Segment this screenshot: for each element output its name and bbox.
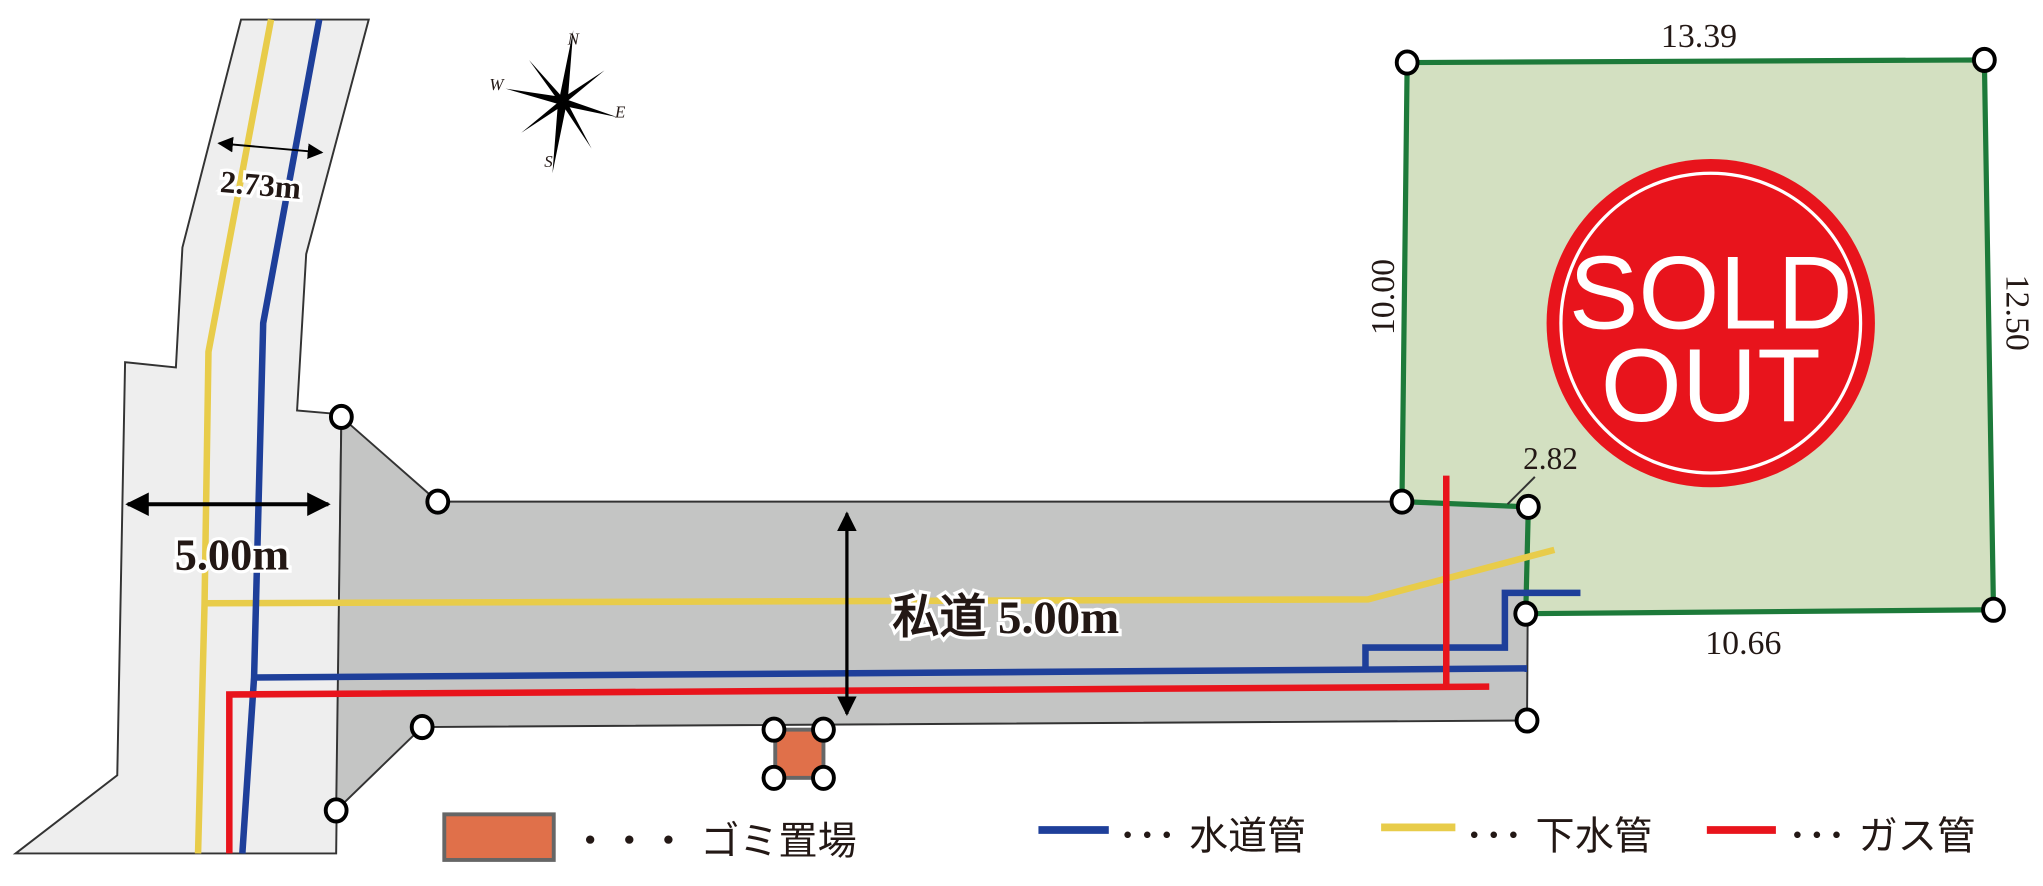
water-pipe-branch <box>1362 589 1581 669</box>
upper-road-width-arrow <box>217 136 324 159</box>
boundary-point <box>1515 493 1541 520</box>
out-text: OUT <box>1601 328 1821 444</box>
gas-pipe <box>226 683 1490 854</box>
sewer-pipe <box>204 546 1556 607</box>
notch-leader-line <box>1506 476 1536 505</box>
private-road-label: 私道 5.00m <box>893 592 1120 644</box>
compass-west: W <box>489 75 505 94</box>
lot-bottom-dimension: 10.66 <box>1705 625 1781 662</box>
lot-top-dimension: 13.39 <box>1661 18 1737 55</box>
legend-garbage-swatch <box>442 812 556 862</box>
public-road <box>12 18 371 855</box>
boundary-points <box>323 46 2006 824</box>
boundary-point <box>1981 596 2006 623</box>
boundary-point <box>409 714 435 741</box>
boundary-point <box>811 716 836 743</box>
compass-rose-icon: N S E W <box>489 29 626 174</box>
road-width-label: 5.00m <box>175 530 289 579</box>
legend: ・・・ ゴミ置場 ･･･ 水道管 ･･･ 下水管 ･･･ ガス管 <box>442 812 1976 865</box>
sold-text: SOLD <box>1569 235 1853 351</box>
boundary-point <box>323 797 349 824</box>
boundary-point <box>761 764 787 791</box>
boundary-point <box>811 764 836 791</box>
boundary-point <box>328 403 354 430</box>
boundary-point <box>1389 488 1415 515</box>
upper-road-width-label: 2.73m <box>219 164 303 206</box>
compass-north: N <box>567 29 581 48</box>
compass-east: E <box>614 102 626 121</box>
boundary-point <box>1514 707 1540 734</box>
lot-notch-dimension: 2.82 <box>1523 441 1578 476</box>
water-pipe <box>254 665 1528 681</box>
legend-sewer-label: ･･･ 下水管 <box>1464 815 1652 860</box>
legend-water-label: ･･･ 水道管 <box>1118 815 1306 860</box>
legend-gas-label: ･･･ ガス管 <box>1788 815 1976 860</box>
lot-left-dimension: 10.00 <box>1365 259 1402 335</box>
boundary-point <box>425 488 451 515</box>
sewer-pipe <box>194 18 275 854</box>
compass-south: S <box>544 152 553 171</box>
boundary-point <box>761 716 787 743</box>
boundary-point <box>1513 600 1539 627</box>
boundary-point <box>1394 49 1420 76</box>
legend-garbage-label: ・・・ ゴミ置場 <box>571 820 857 865</box>
lot-right-dimension: 12.50 <box>1999 275 2036 351</box>
sold-out-badge: SOLD OUT <box>1546 158 1875 488</box>
boundary-point <box>1971 46 1997 73</box>
